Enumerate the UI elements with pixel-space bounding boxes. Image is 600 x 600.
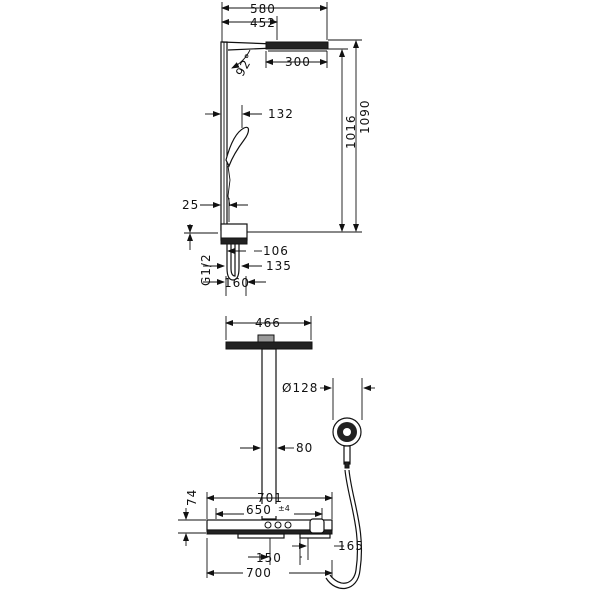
dim-701: 701 (257, 491, 283, 505)
thermostat-knob (309, 518, 325, 534)
dim-d128: Ø128 (282, 381, 318, 395)
dim-132: 132 (268, 107, 294, 121)
hose-outer (329, 469, 359, 584)
dim-74: 74 (185, 489, 199, 506)
head-connector (257, 334, 275, 343)
pipe-front (261, 348, 277, 520)
shower-head-side (265, 41, 329, 50)
dim-165: 165 (338, 539, 364, 553)
dim-angle: 92° (233, 51, 257, 79)
dim-135: 135 (266, 259, 292, 273)
dim-25: 25 (182, 198, 199, 212)
hose-inner (325, 469, 363, 589)
dim-tolerance: ±4 (278, 504, 290, 513)
angle-arc (231, 49, 251, 69)
knob-3 (284, 521, 292, 529)
dim-580: 580 (250, 2, 276, 16)
connection-pipes (226, 244, 240, 281)
dim-650: 650 (246, 503, 272, 517)
knob-2 (274, 521, 282, 529)
dim-106: 106 (263, 244, 289, 258)
dim-150: 150 (256, 551, 282, 565)
dim-g12: G1/2 (199, 253, 213, 286)
front-view: 466 80 Ø128 (178, 316, 375, 589)
knob-1 (264, 521, 272, 529)
handshower-side (225, 126, 250, 168)
shower-head-front (225, 341, 313, 350)
dim-160: 160 (224, 276, 250, 290)
dim-452: 452 (250, 16, 276, 30)
side-view: 580 452 300 92° 1016 1090 (182, 2, 372, 296)
dim-700: 700 (246, 566, 272, 580)
dim-300: 300 (285, 55, 311, 69)
dim-466: 466 (255, 316, 281, 330)
dim-1090: 1090 (358, 99, 372, 134)
dim-80: 80 (296, 441, 313, 455)
